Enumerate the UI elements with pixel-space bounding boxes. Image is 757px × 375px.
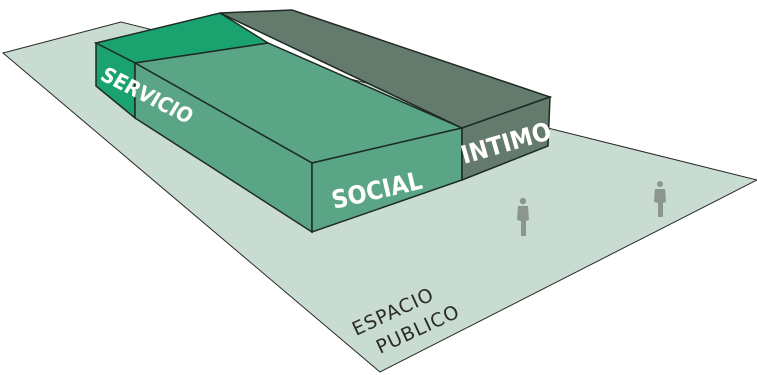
person-figure-left <box>517 197 529 236</box>
intimo-zone-side <box>461 95 551 182</box>
person-figure-right <box>654 181 666 217</box>
